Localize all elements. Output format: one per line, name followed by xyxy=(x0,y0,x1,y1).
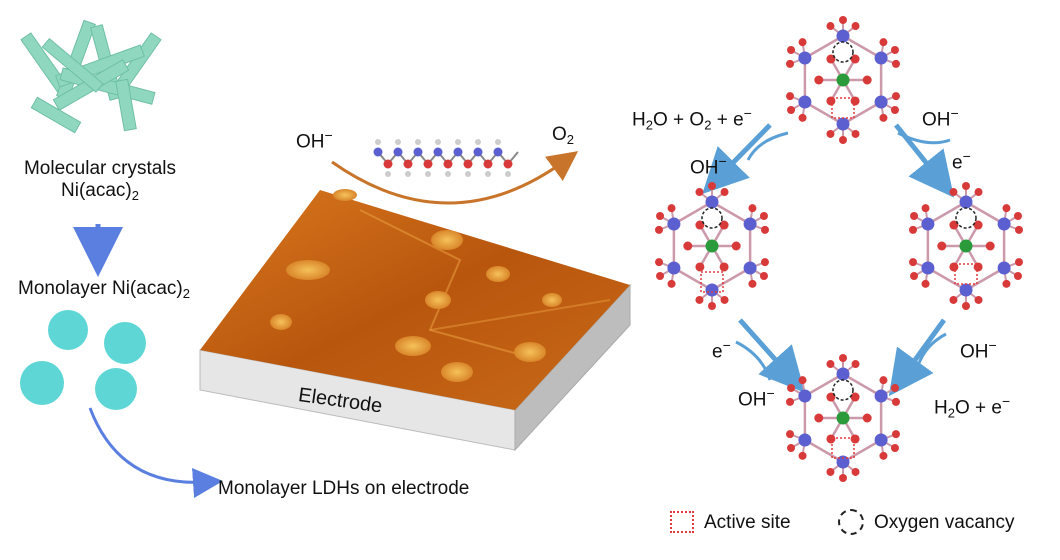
ldh-islands-icon xyxy=(270,189,562,382)
curved-arrow-icon xyxy=(88,407,223,498)
cycle-e-right-top: e− xyxy=(952,148,971,174)
cycle-input-top-left: H2O + O2 + e− xyxy=(632,105,752,133)
molecular-crystals-icon xyxy=(20,19,162,134)
monolayer-discs-icon xyxy=(20,310,146,410)
cycle-arrows-icon xyxy=(702,123,955,397)
reaction-arrow-icon xyxy=(331,151,579,205)
monolayer-label: Monolayer Ni(acac)2 xyxy=(18,278,190,301)
cycle-e-left-bottom: e− xyxy=(712,337,731,363)
crystals-label: Molecular crystals Ni(acac)2 xyxy=(23,158,177,203)
cycle-oh-right-top: OH− xyxy=(922,105,959,131)
ldh-chain-icon xyxy=(373,139,519,177)
oh-reactant-label: OH− xyxy=(296,127,333,153)
oxygen-vacancy-legend-label: Oxygen vacancy xyxy=(874,512,1015,533)
active-site-legend-icon xyxy=(670,511,694,533)
electrode-surface xyxy=(199,190,631,452)
o2-product-label: O2 xyxy=(552,124,575,147)
cycle-oh-left-bottom: OH− xyxy=(738,385,775,411)
active-site-legend-label: Active site xyxy=(704,512,791,533)
cycle-h2o-right-bottom: H2O + e− xyxy=(934,393,1011,421)
cycle-oh-left-top: OH− xyxy=(690,153,727,179)
ldh-structures xyxy=(655,16,1023,482)
ldh-electrode-label: Monolayer LDHs on electrode xyxy=(218,478,470,499)
cycle-oh-right-bottom: OH− xyxy=(960,337,997,363)
oxygen-vacancy-legend-icon xyxy=(838,509,864,535)
